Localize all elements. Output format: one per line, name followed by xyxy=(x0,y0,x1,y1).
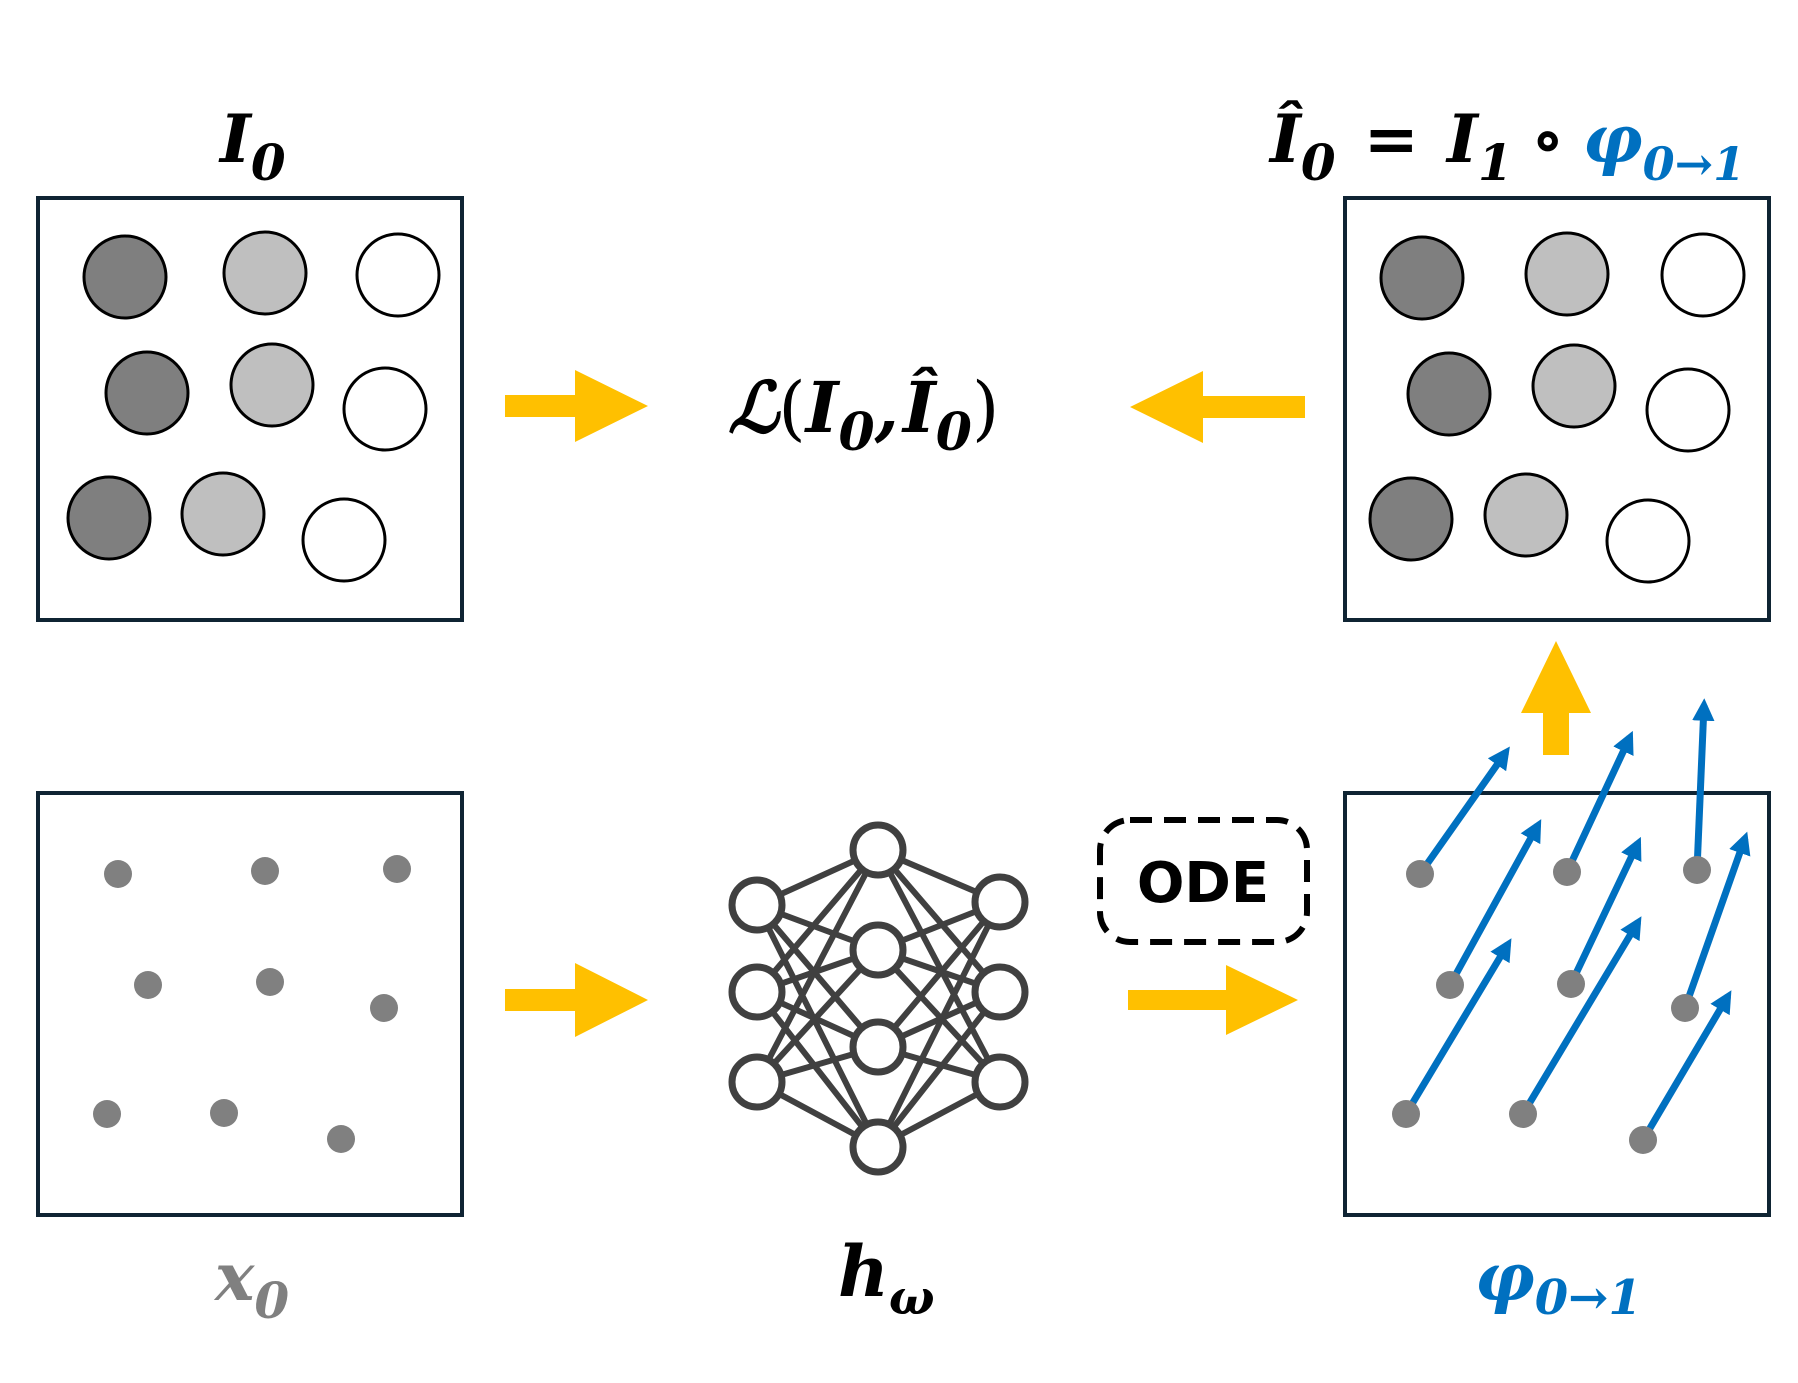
loss-expression: ℒ(I0,Î0) xyxy=(728,366,999,463)
i0-circle-dark xyxy=(104,350,190,436)
network-node xyxy=(849,1118,907,1176)
x0-point xyxy=(383,855,411,883)
flow-start-point xyxy=(1557,970,1585,998)
flow-arrow xyxy=(1692,698,1715,871)
warped-circle-grid xyxy=(1368,231,1746,584)
network-edge xyxy=(875,947,1003,1085)
neural-network-icon xyxy=(728,821,1029,1176)
network-edge xyxy=(875,848,1003,1084)
network-node xyxy=(971,873,1029,931)
i0-circle-dark xyxy=(82,234,168,320)
network-edge xyxy=(875,900,1003,1049)
warped-image-equation: Î0=I1∘φ0→1 xyxy=(1268,100,1745,192)
arrow-warped-to-loss xyxy=(1130,371,1305,443)
network-node xyxy=(971,1053,1029,1111)
flow-start-point xyxy=(1671,994,1699,1022)
flow-start-point xyxy=(1509,1100,1537,1128)
x0-point-grid xyxy=(93,855,411,1153)
i0-title: I0 xyxy=(218,100,286,192)
arrow-i0-to-loss xyxy=(505,370,648,442)
x0-point xyxy=(251,857,279,885)
flow-start-point xyxy=(1406,860,1434,888)
warped-circle-white xyxy=(1645,367,1731,453)
flow-arrow xyxy=(1639,990,1732,1142)
flow-start-point xyxy=(1629,1126,1657,1154)
network-edge xyxy=(754,848,881,994)
network-label: hω xyxy=(838,1230,935,1326)
flow-start-point xyxy=(1392,1100,1420,1128)
i0-circle-dark xyxy=(66,475,152,561)
i0-circle-white xyxy=(342,366,428,452)
x0-point xyxy=(104,860,132,888)
warped-circle-white xyxy=(1605,498,1691,584)
flow-arrow xyxy=(1402,938,1512,1116)
network-node xyxy=(728,1053,786,1111)
network-edge xyxy=(754,848,881,1084)
flow-arrow xyxy=(1446,819,1542,987)
x0-point xyxy=(210,1099,238,1127)
warped-circle-white xyxy=(1660,232,1746,318)
arrow-network-to-flow xyxy=(1128,965,1298,1035)
x0-point xyxy=(327,1125,355,1153)
i0-circle-white xyxy=(355,232,441,318)
network-edge xyxy=(754,903,881,1049)
network-node xyxy=(728,876,786,934)
network-node xyxy=(849,821,907,879)
x0-point xyxy=(93,1100,121,1128)
x0-point xyxy=(134,971,162,999)
i0-circle-light xyxy=(222,230,308,316)
flow-field-frame xyxy=(1343,791,1771,1217)
flow-start-point xyxy=(1553,858,1581,886)
network-node xyxy=(971,963,1029,1021)
flow-arrow xyxy=(1417,746,1510,877)
warped-circle-light xyxy=(1524,231,1610,317)
network-node xyxy=(849,921,907,979)
flow-start-point xyxy=(1436,971,1464,999)
warped-circle-dark xyxy=(1379,235,1465,321)
x0-point xyxy=(370,994,398,1022)
i0-circle-light xyxy=(180,471,266,557)
flow-arrow xyxy=(1681,831,1751,1010)
network-node xyxy=(849,1018,907,1076)
flow-arrow xyxy=(1519,916,1642,1116)
flow-label: φ0→1 xyxy=(1475,1238,1642,1326)
network-edge xyxy=(875,990,1003,1149)
x0-point xyxy=(256,968,284,996)
x0-label: x0 xyxy=(213,1238,289,1330)
network-edge xyxy=(875,900,1003,1149)
ode-box xyxy=(1097,817,1310,945)
flow-arrow xyxy=(1567,836,1642,986)
arrow-x0-to-network xyxy=(505,963,648,1037)
network-edge xyxy=(875,848,1003,994)
flow-arrow xyxy=(1563,730,1634,874)
network-edge xyxy=(754,947,881,1085)
flow-start-point xyxy=(1683,856,1711,884)
ode-label: ODE xyxy=(1137,851,1269,916)
warped-circle-light xyxy=(1531,343,1617,429)
i0-circle-grid xyxy=(66,230,441,583)
warped-circle-dark xyxy=(1368,476,1454,562)
warped-circle-light xyxy=(1483,472,1569,558)
network-edge xyxy=(754,903,881,1149)
warped-circle-dark xyxy=(1406,351,1492,437)
network-edge xyxy=(754,990,881,1149)
i0-circle-light xyxy=(229,342,315,428)
i0-circle-white xyxy=(301,497,387,583)
flow-arrows xyxy=(1392,698,1751,1154)
network-node xyxy=(728,963,786,1021)
arrow-up-to-warped xyxy=(1521,641,1591,755)
